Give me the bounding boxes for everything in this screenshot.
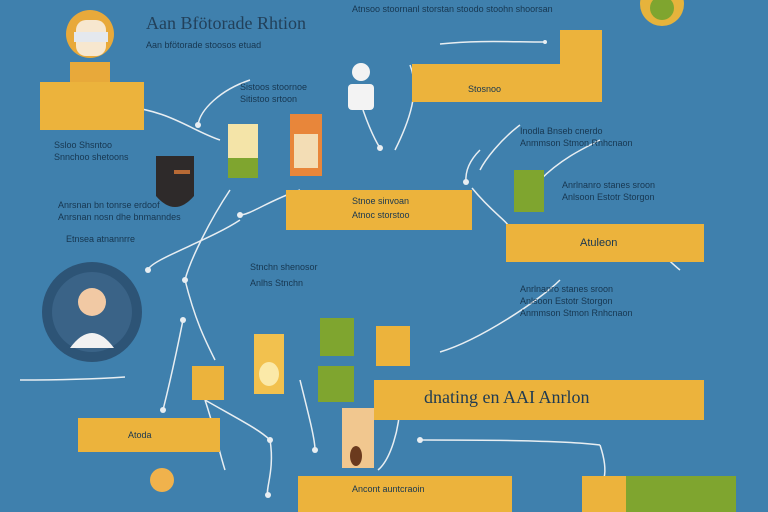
annotation-a8: Anrsnan bn tonrse erdoof [58, 200, 160, 210]
node-bottom-right-small [582, 476, 626, 512]
annotation-a10: Etnsea atnannrre [66, 234, 136, 244]
node-mid-left [78, 418, 220, 452]
annotation-a3: Ssloo Shsntoo [54, 140, 113, 150]
diagram-title: Aan Bfötorade Rhtion [146, 13, 306, 33]
node-bottom-center [298, 476, 512, 512]
green-tile-2 [318, 366, 354, 402]
diagram-subtitle: Aan bfötorade stoosos etuad [146, 40, 262, 50]
node-small-square [376, 326, 410, 366]
node-bottom-right-banner [374, 380, 704, 420]
node-mid-left-label: Atoda [128, 430, 152, 440]
green-tile-right [514, 170, 544, 212]
annotation-a14: Anlsoon Estotr Storgon [562, 192, 655, 202]
annotation-a2: Sitistoo srtoon [240, 94, 298, 104]
node-center-top [286, 190, 472, 230]
top-text: Atnsoo stoornanl storstan stoodo stoohn … [352, 4, 553, 14]
card-icon-2 [290, 114, 322, 176]
annotation-a11: Inodla Bnseb cnerdo [520, 126, 603, 136]
node-top-right-tab [560, 30, 602, 102]
annotation-a15: Stnchn shenosor [250, 262, 318, 272]
annotation-a13: Anrlnanro stanes sroon [562, 180, 656, 190]
annotation-a16: Anlhs Stnchn [250, 278, 304, 288]
node-right-1-label: Atuleon [580, 237, 618, 249]
node-center-sublabel: Atnoc storstoo [352, 210, 410, 220]
node-banner-label: dnating en AAI Anrlon [424, 387, 590, 407]
annotation-right-1: Anrlnanro stanes sroon [520, 284, 614, 294]
green-tile-bottom-right [626, 476, 736, 512]
node-top-right-label: Stosnoo [468, 84, 502, 94]
person-card-top-left [40, 82, 144, 130]
node-mid-tile [192, 366, 224, 400]
user-avatar-icon [62, 6, 118, 82]
annotation-a4: Snnchoo shetoons [54, 152, 129, 162]
person-icon [346, 62, 376, 110]
annotation-a1: Sistoos stoornoe [240, 82, 308, 92]
avatar-dark-icon [152, 156, 198, 218]
node-center-label: Stnoe sinvoan [352, 196, 410, 206]
flame-card-icon [342, 408, 374, 468]
annotation-a12: Anmmson Stmon Rnhcnaon [520, 138, 633, 148]
badge-icon [640, 0, 684, 28]
card-icon [228, 124, 258, 178]
node-right-1 [506, 224, 704, 262]
person-circle-icon [40, 258, 144, 366]
bulb-icon [148, 466, 176, 494]
lamp-card-icon [254, 334, 284, 394]
annotation-right-3: Anmmson Stmon Rnhcnaon [520, 308, 633, 318]
annotation-right-2: Anlsoon Estotr Storgon [520, 296, 613, 306]
annotation-a9: Anrsnan nosn dhe bnmanndes [58, 212, 181, 222]
node-bottom-center-label: Ancont auntcraoin [352, 484, 425, 494]
green-tile-1 [320, 318, 354, 356]
